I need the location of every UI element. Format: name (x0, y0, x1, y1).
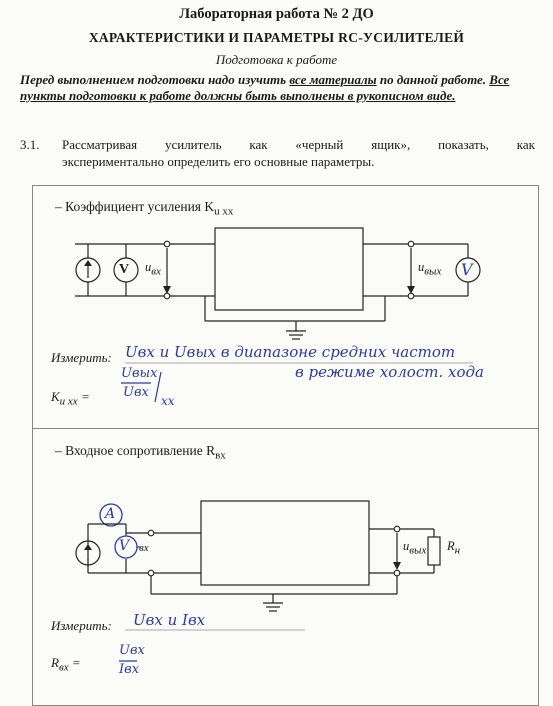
task-line-1: Рассматривая усилитель как «черный ящик», пок… (62, 136, 535, 153)
lab-title: Лабораторная работа № 2 ДО (179, 6, 374, 22)
gain-circuit-diagram (75, 227, 481, 403)
rin-circuit-diagram (75, 500, 441, 662)
subtitle: Подготовка к работе (215, 52, 338, 67)
measure-label-1: Измерить: (51, 350, 112, 365)
task-word: как (516, 137, 535, 152)
ammeter-icon (99, 503, 123, 527)
load-label: Rн (447, 539, 461, 557)
rin-formula-lhs: Rвх = (51, 655, 81, 674)
gain-formula-lhs: Ku хх = (51, 389, 90, 408)
section-gain-title: – Коэффициент усиления Ku хх (55, 199, 234, 218)
measure-hand-1a: Uвх и Uвых в диапазоне средних частот (125, 343, 456, 361)
voltmeter-out-label: V (461, 260, 473, 279)
amplifier-block-2 (200, 500, 370, 586)
measure-hand-1b: в режиме холост. хода (295, 363, 484, 381)
measure-label-2: Измерить: (51, 618, 112, 633)
load-resistor (427, 536, 441, 566)
task-word: усилитель (164, 137, 222, 152)
task-word: «черный (295, 137, 344, 152)
gain-formula-den: Uвх (123, 385, 149, 400)
rin-formula-num: Uвх (119, 643, 145, 658)
task-word: Рассматривая (62, 137, 138, 152)
ammeter-label: A (105, 506, 116, 522)
gain-formula-num: Uвых (121, 366, 158, 381)
intro-paragraph: Перед выполнением подготовки надо изучит… (20, 72, 510, 103)
measure-hand-2: Uвх и Iвх (133, 611, 206, 629)
section-gain-box: – Коэффициент усиления Ku хх (32, 185, 539, 429)
section-rin-title: – Входное сопротивление Rвх (55, 443, 226, 462)
u-in-label: uвх (145, 260, 161, 278)
amplifier-block (214, 227, 364, 311)
voltmeter-in-icon (113, 257, 139, 283)
task-line-2: экспериментально определить его основные… (62, 154, 375, 169)
voltmeter-rin-label: V (119, 538, 130, 554)
section-input-resistance-box: – Входное сопротивление Rвх (32, 428, 539, 706)
rin-formula-den: Iвх (119, 662, 140, 677)
task-word: как (249, 137, 268, 152)
task-word: показать, (438, 137, 489, 152)
voltmeter-in-label: V (119, 262, 130, 277)
main-title: ХАРАКТЕРИСТИКИ И ПАРАМЕТРЫ RC-УСИЛИТЕЛЕЙ (88, 30, 465, 45)
u-out-label: uвых (418, 260, 442, 278)
task-word: ящик», (371, 137, 411, 152)
voltmeter-out-icon (455, 257, 481, 283)
gain-formula-sub: хх (161, 394, 175, 408)
task-number: 3.1. (20, 137, 40, 152)
source-icon-2 (75, 540, 101, 566)
rin-u-out-label: uвых (403, 539, 427, 557)
rin-u-in-label: вх (139, 542, 149, 555)
